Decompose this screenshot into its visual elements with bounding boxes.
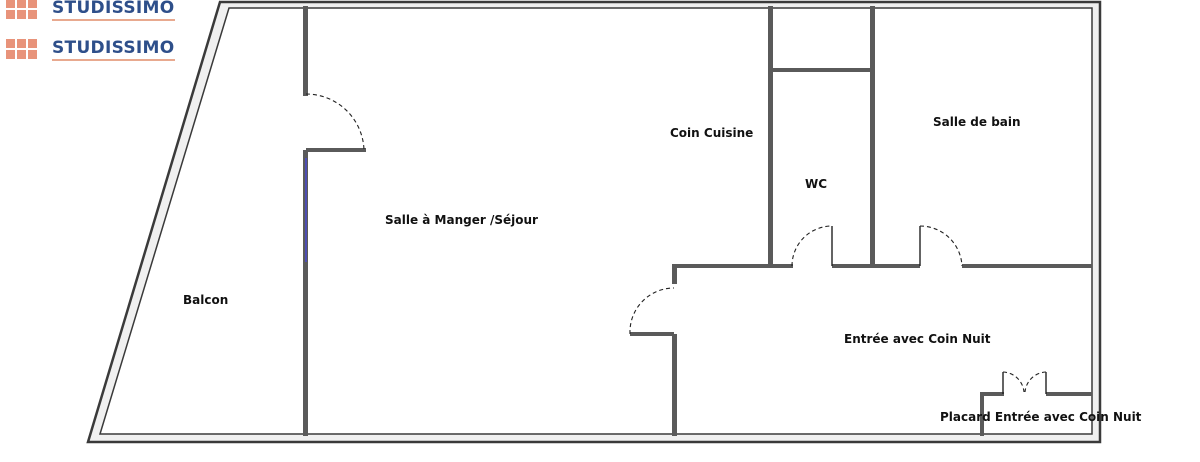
label-balcon: Balcon	[183, 293, 228, 307]
wall-wc-bottom-right	[832, 264, 872, 268]
door-swing	[629, 287, 675, 335]
outer-wall-inner	[98, 7, 1093, 435]
label-salle-de-bain: Salle de bain	[933, 115, 1021, 129]
label-entree: Entrée avec Coin Nuit	[844, 332, 991, 346]
wall-kitchen	[768, 6, 773, 266]
studissimo-logo-bottom: STUDISSIMO	[0, 36, 175, 62]
wall-entree-top	[673, 264, 773, 268]
door-leaf	[306, 148, 366, 152]
wall-balcon-top	[303, 6, 308, 96]
wall-wc-top	[773, 68, 873, 72]
label-coin-cuisine: Coin Cuisine	[670, 126, 753, 140]
logo-text: STUDISSIMO	[52, 0, 175, 21]
studissimo-logo-top: STUDISSIMO	[0, 0, 175, 22]
door-leaf	[630, 332, 674, 336]
logo-text: STUDISSIMO	[52, 38, 175, 61]
door-swing	[791, 225, 833, 267]
wall-entree-left-bottom	[672, 334, 677, 436]
wall-wc-bottom-left	[773, 264, 793, 268]
wall-bath-bottom-right	[962, 264, 1092, 268]
wall-balcon-bottom	[303, 150, 308, 436]
building-icon	[0, 37, 44, 61]
label-sejour: Salle à Manger /Séjour	[385, 213, 538, 227]
wall-placard-left	[980, 392, 984, 436]
label-placard: Placard Entrée avec Coin Nuit	[940, 410, 1142, 424]
wall-wc-right	[870, 6, 875, 268]
wall-placard-top-right	[1046, 392, 1092, 396]
wall-bath-bottom-left	[875, 264, 920, 268]
wall-entree-left-top	[672, 264, 677, 284]
door-swing	[919, 225, 963, 267]
door-swing	[1024, 371, 1047, 393]
door-swing	[1002, 371, 1025, 393]
door-swing	[305, 93, 365, 151]
building-icon	[0, 0, 44, 21]
wall-placard-top-left	[980, 392, 1004, 396]
label-wc: WC	[805, 177, 827, 191]
